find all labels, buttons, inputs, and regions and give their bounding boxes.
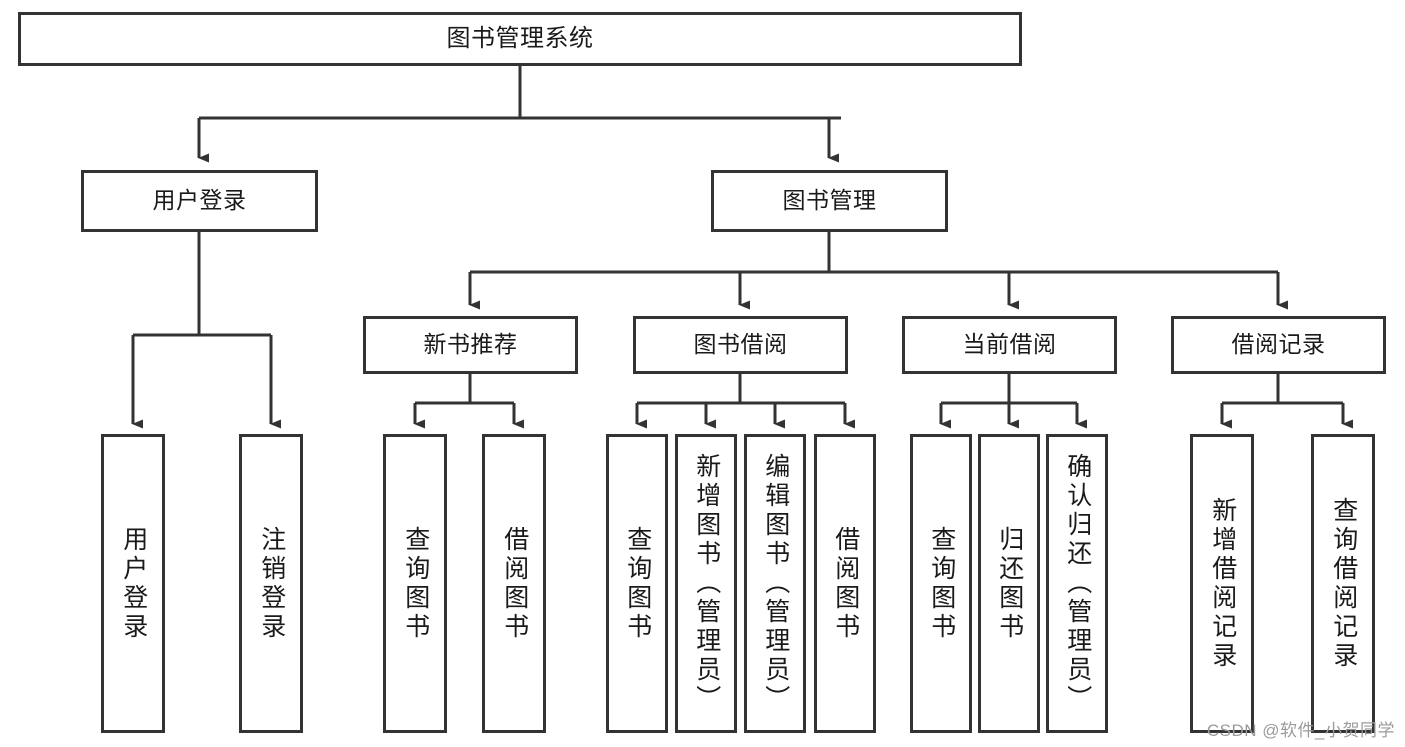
node-book-management[interactable]: 图书管理 [711, 170, 948, 232]
node-label: 查询图书 [401, 525, 430, 642]
node-label: 新书推荐 [423, 331, 518, 358]
leaf-borrow-add-book-admin[interactable]: 新增图书（管理员） [675, 434, 737, 733]
node-label: 编辑图书（管理员） [761, 453, 790, 714]
leaf-records-query-record[interactable]: 查询借阅记录 [1311, 434, 1375, 733]
node-label: 归还图书 [995, 525, 1024, 642]
node-label: 注销登录 [257, 525, 286, 642]
leaf-records-add-record[interactable]: 新增借阅记录 [1190, 434, 1254, 733]
node-borrow-records[interactable]: 借阅记录 [1171, 316, 1386, 374]
node-label: 查询借阅记录 [1329, 496, 1358, 671]
leaf-borrow-query-book[interactable]: 查询图书 [606, 434, 668, 733]
leaf-borrow-edit-book-admin[interactable]: 编辑图书（管理员） [744, 434, 806, 733]
watermark-text: CSDN @软件_小贺同学 [1206, 721, 1395, 740]
node-new-book-recommend[interactable]: 新书推荐 [363, 316, 578, 374]
node-label: 确认归还（管理员） [1063, 453, 1092, 714]
node-book-borrow[interactable]: 图书借阅 [633, 316, 848, 374]
node-label: 图书借阅 [693, 331, 788, 358]
node-label: 查询图书 [623, 525, 652, 642]
leaf-borrow-borrow-book[interactable]: 借阅图书 [814, 434, 876, 733]
node-label: 新增借阅记录 [1208, 496, 1237, 671]
node-root-system[interactable]: 图书管理系统 [18, 12, 1022, 66]
leaf-current-return-book[interactable]: 归还图书 [978, 434, 1040, 733]
node-label: 当前借阅 [962, 331, 1057, 358]
leaf-new-book-borrow[interactable]: 借阅图书 [482, 434, 546, 733]
node-label: 用户登录 [119, 525, 148, 642]
node-label: 借阅图书 [831, 525, 860, 642]
node-label: 借阅图书 [500, 525, 529, 642]
node-label: 查询图书 [927, 525, 956, 642]
node-label: 借阅记录 [1231, 331, 1326, 358]
leaf-user-login-signout[interactable]: 注销登录 [239, 434, 303, 733]
leaf-current-confirm-return-admin[interactable]: 确认归还（管理员） [1046, 434, 1108, 733]
node-user-login[interactable]: 用户登录 [81, 170, 318, 232]
leaf-new-book-query[interactable]: 查询图书 [383, 434, 447, 733]
leaf-current-query-book[interactable]: 查询图书 [910, 434, 972, 733]
node-label: 图书管理系统 [446, 24, 594, 52]
node-label: 新增图书（管理员） [692, 453, 721, 714]
node-label: 图书管理 [782, 187, 877, 214]
node-label: 用户登录 [152, 187, 247, 214]
node-current-borrow[interactable]: 当前借阅 [902, 316, 1117, 374]
leaf-user-login-signin[interactable]: 用户登录 [101, 434, 165, 733]
